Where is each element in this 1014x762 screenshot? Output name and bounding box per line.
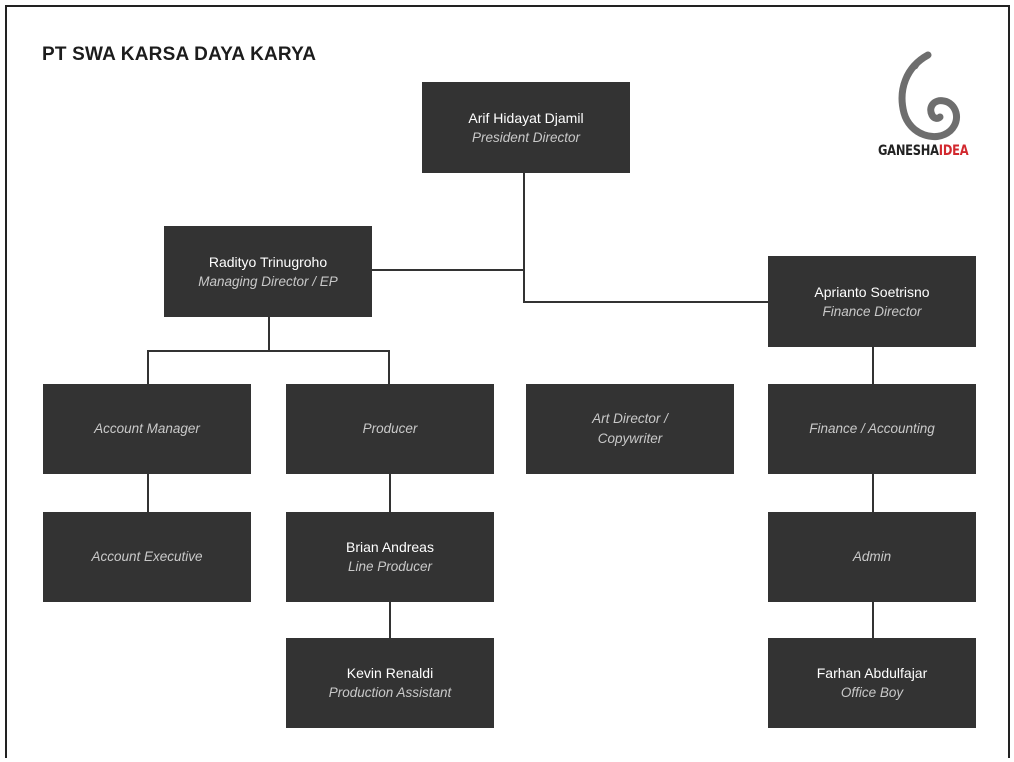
node-role: Producer xyxy=(362,421,418,436)
node-role: Art Director / Copywriter xyxy=(592,411,668,446)
connector-line-producer-to-pa xyxy=(389,602,391,638)
logo-wordmark: GANESHAIDEA xyxy=(878,143,969,159)
node-name: Brian Andreas xyxy=(346,539,434,555)
node-role: Production Assistant xyxy=(328,685,452,700)
connector-to-account-manager xyxy=(147,350,149,384)
node-account-executive: Account Executive xyxy=(43,512,251,602)
node-role: Admin xyxy=(852,549,892,564)
node-role: Office Boy xyxy=(840,685,904,700)
node-office-boy: Farhan Abdulfajar Office Boy xyxy=(768,638,976,728)
node-role: Finance / Accounting xyxy=(809,421,935,436)
node-name: Aprianto Soetrisno xyxy=(814,283,930,300)
company-title: PT SWA KARSA DAYA KARYA xyxy=(42,44,317,65)
node-name: Radityo Trinugroho xyxy=(208,253,328,270)
connector-fd-to-finance-accounting xyxy=(872,347,874,384)
node-role: Finance Director xyxy=(822,303,922,319)
node-line-producer: Brian Andreas Line Producer xyxy=(286,512,494,602)
node-president-director: Arif Hidayat Djamil President Director xyxy=(422,82,630,173)
node-name: Kevin Renaldi xyxy=(346,665,434,681)
page-frame xyxy=(5,5,1010,758)
connector-to-managing xyxy=(372,269,525,271)
swirl-logo-icon xyxy=(898,51,961,141)
connector-managing-branch xyxy=(147,350,390,352)
connector-admin-to-office-boy xyxy=(872,602,874,638)
node-finance-accounting: Finance / Accounting xyxy=(768,384,976,474)
logo-word-idea: IDEA xyxy=(938,143,969,159)
connector-am-to-ae xyxy=(147,474,149,512)
connector-producer-to-line-producer xyxy=(389,474,391,512)
node-art-director: Art Director / Copywriter xyxy=(526,384,734,474)
node-role: Account Manager xyxy=(94,421,200,436)
connector-to-producer xyxy=(388,350,390,384)
node-name: Arif Hidayat Djamil xyxy=(468,109,584,126)
node-role: President Director xyxy=(471,129,581,145)
logo-word-ganesha: GANESHA xyxy=(878,143,939,159)
connector-president-down xyxy=(523,173,525,303)
node-producer: Producer xyxy=(286,384,494,474)
node-managing-director: Radityo Trinugroho Managing Director / E… xyxy=(164,226,372,317)
node-production-assistant: Kevin Renaldi Production Assistant xyxy=(286,638,494,728)
node-admin: Admin xyxy=(768,512,976,602)
node-role: Account Executive xyxy=(91,549,203,564)
node-finance-director: Aprianto Soetrisno Finance Director xyxy=(768,256,976,347)
node-account-manager: Account Manager xyxy=(43,384,251,474)
connector-managing-down xyxy=(268,317,270,351)
node-role: Line Producer xyxy=(347,559,433,574)
connector-to-finance-director xyxy=(523,301,768,303)
node-role: Managing Director / EP xyxy=(198,273,338,289)
node-name: Farhan Abdulfajar xyxy=(816,665,928,681)
connector-fa-to-admin xyxy=(872,474,874,512)
